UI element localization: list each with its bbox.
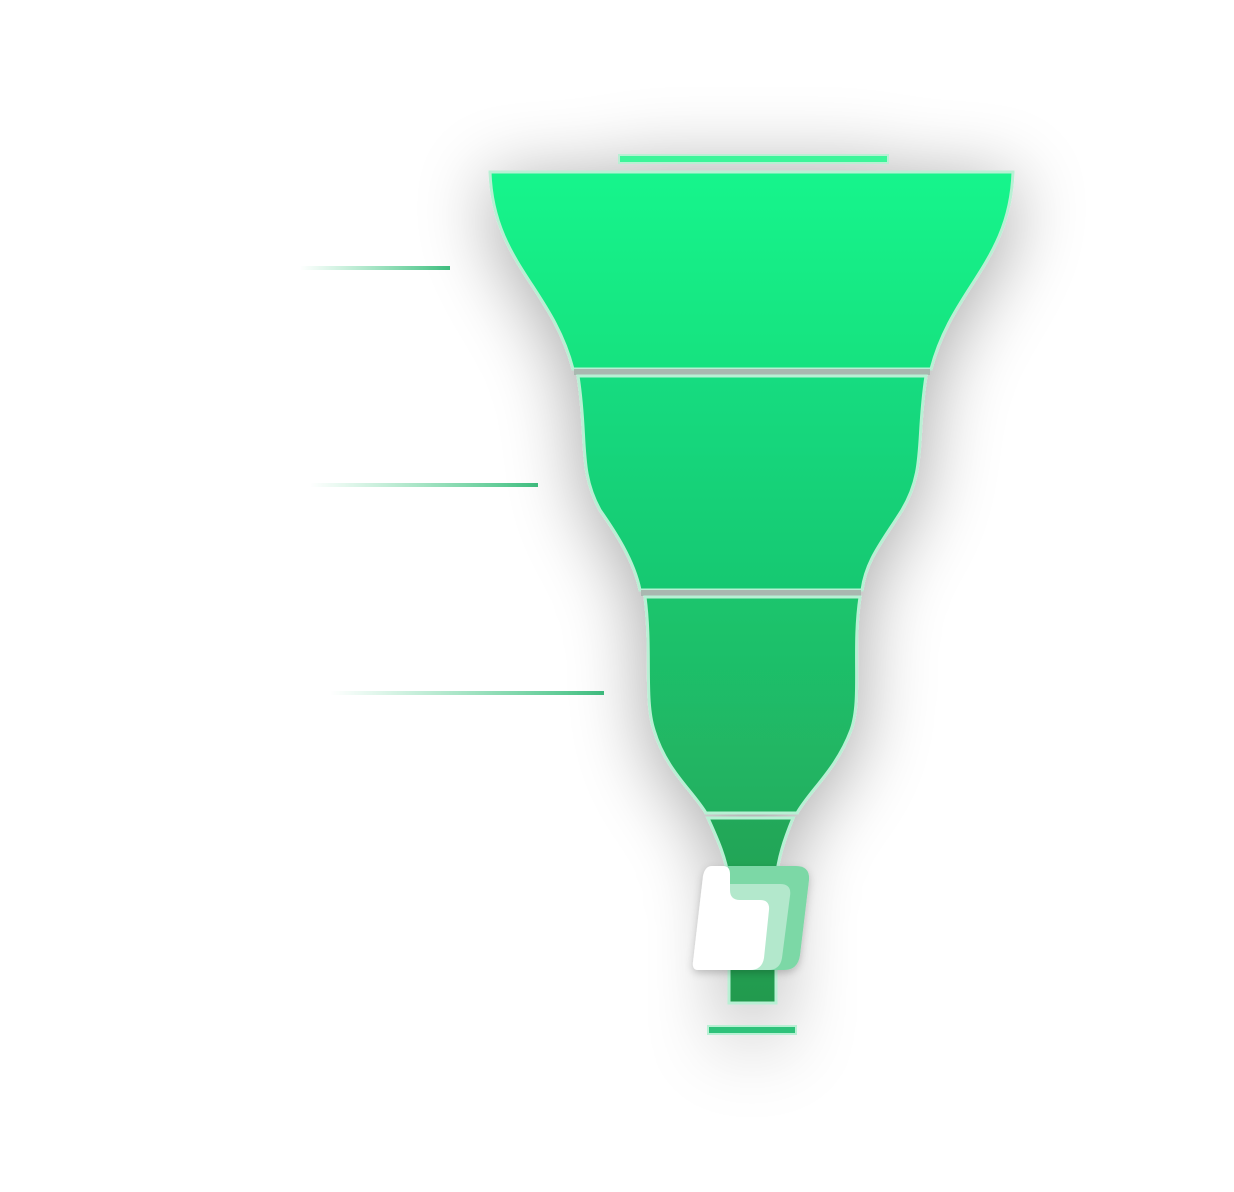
stage-divider-2 — [641, 590, 861, 596]
funnel-stage-1 — [488, 170, 1015, 371]
stage-divider-1 — [574, 369, 930, 375]
marker-line-2 — [310, 483, 538, 487]
brand-logo — [692, 866, 810, 970]
logo-front-layer — [692, 866, 770, 970]
funnel-stage-3 — [643, 595, 862, 815]
left-marker-lines — [300, 266, 604, 695]
marker-line-3 — [330, 691, 604, 695]
funnel-top-bar — [618, 154, 889, 164]
funnel-bottom-bar — [707, 1025, 797, 1035]
funnel-stage-2 — [576, 374, 928, 592]
marker-line-1 — [300, 266, 450, 270]
